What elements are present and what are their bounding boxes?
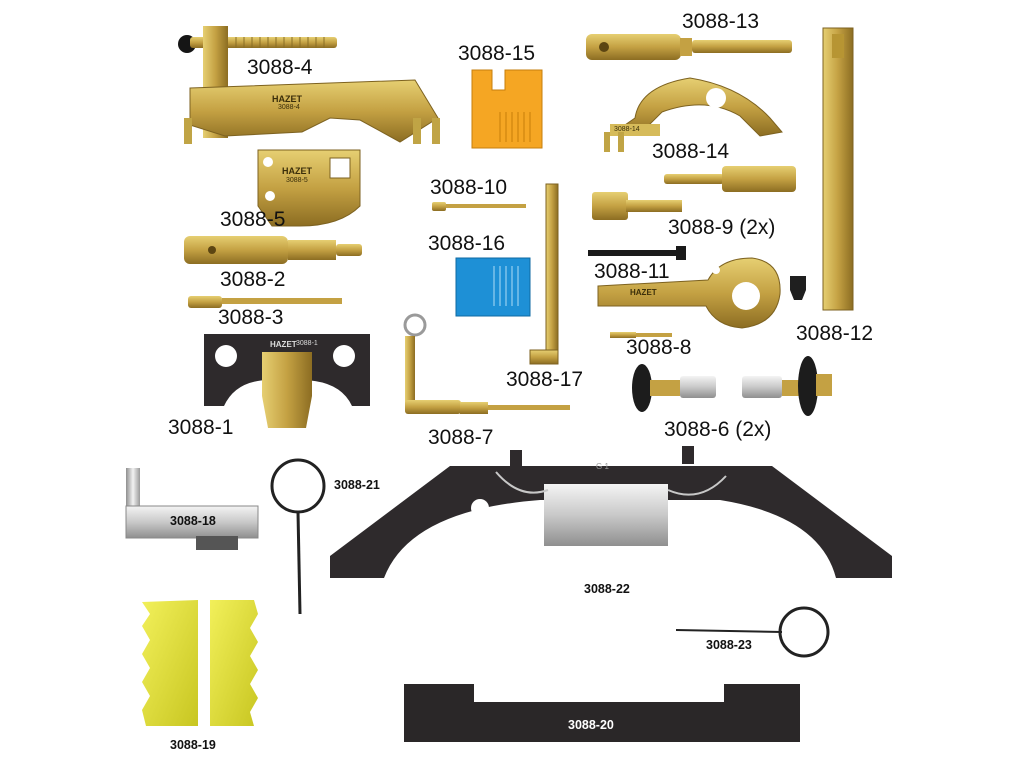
tool-3088-12 — [822, 27, 854, 311]
label-3088-4: 3088-4 — [247, 56, 313, 79]
tool-3088-18 — [125, 468, 259, 550]
label-3088-9: 3088-9 (2x) — [668, 216, 776, 239]
engraving-hazet-4: HAZET — [272, 94, 302, 104]
label-3088-11: 3088-11 — [594, 260, 670, 283]
label-3088-22: 3088-22 — [584, 582, 630, 596]
label-3088-12: 3088-12 — [796, 322, 874, 345]
tool-3088-15 — [471, 69, 543, 149]
label-3088-20: 3088-20 — [568, 718, 614, 732]
label-3088-3: 3088-3 — [218, 306, 284, 329]
tool-3088-8 — [610, 332, 672, 338]
tool-3088-9 — [592, 166, 796, 220]
tool-3088-19 — [142, 600, 258, 726]
tool-3088-21 — [270, 458, 326, 615]
engraving-3088-14: 3088-14 — [614, 126, 640, 133]
tool-3088-23 — [675, 606, 830, 658]
engraving-3088-4: 3088-4 — [278, 104, 300, 111]
label-3088-14: 3088-14 — [652, 140, 730, 163]
label-3088-16: 3088-16 — [428, 232, 506, 255]
tool-3088-1 — [204, 334, 370, 428]
tool-3088-2 — [184, 236, 362, 264]
label-3088-5: 3088-5 — [220, 208, 286, 231]
tool-3088-22 — [330, 446, 892, 578]
tool-3088-17 — [529, 183, 559, 365]
tool-3088-11 — [588, 246, 806, 329]
engraving-3088-5: 3088-5 — [286, 177, 308, 184]
tool-3088-16 — [455, 257, 531, 317]
label-3088-17: 3088-17 — [506, 368, 584, 391]
tool-3088-7 — [403, 313, 570, 414]
label-3088-21: 3088-21 — [334, 478, 380, 492]
label-3088-1: 3088-1 — [168, 416, 234, 439]
tool-3088-5 — [257, 149, 361, 227]
label-3088-19: 3088-19 — [170, 738, 216, 752]
engraving-hazet-11: HAZET — [630, 288, 657, 297]
label-3088-18: 3088-18 — [170, 514, 216, 528]
tool-3088-6 — [632, 356, 832, 416]
tool-3088-10 — [432, 202, 526, 211]
label-3088-6: 3088-6 (2x) — [664, 418, 772, 441]
label-3088-8: 3088-8 — [626, 336, 692, 359]
tool-3088-14 — [604, 77, 783, 152]
engraving-hazet-5: HAZET — [282, 166, 312, 176]
label-3088-2: 3088-2 — [220, 268, 286, 291]
tool-3088-3 — [188, 296, 342, 308]
label-3088-13: 3088-13 — [682, 10, 760, 33]
label-3088-7: 3088-7 — [428, 426, 494, 449]
engraving-3088-1: 3088-1 — [296, 340, 318, 347]
label-3088-15: 3088-15 — [458, 42, 536, 65]
label-3088-23: 3088-23 — [706, 638, 752, 652]
tool-3088-20 — [404, 684, 800, 742]
tool-3088-13 — [586, 34, 792, 60]
label-3088-10: 3088-10 — [430, 176, 508, 199]
engraving-hazet-1: HAZET — [270, 340, 297, 349]
tool-3088-4 — [178, 26, 440, 144]
engraving-g1: G 1 — [596, 462, 609, 471]
